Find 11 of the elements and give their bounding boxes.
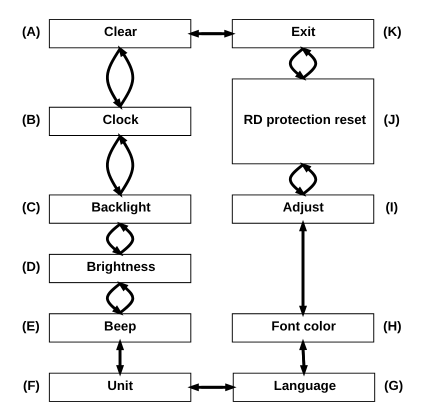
node-label: (I) bbox=[386, 199, 398, 214]
node-label: (D) bbox=[22, 258, 40, 274]
node-label: (F) bbox=[22, 377, 40, 392]
node-label: (G) bbox=[384, 377, 404, 392]
node-label: (J) bbox=[384, 111, 400, 126]
node-label: (K) bbox=[383, 24, 402, 39]
node-label: (E) bbox=[22, 318, 40, 333]
node-label: (B) bbox=[22, 111, 40, 126]
node-label: (A) bbox=[22, 24, 40, 39]
node-label: (C) bbox=[22, 199, 40, 214]
node-label: (H) bbox=[383, 318, 402, 333]
